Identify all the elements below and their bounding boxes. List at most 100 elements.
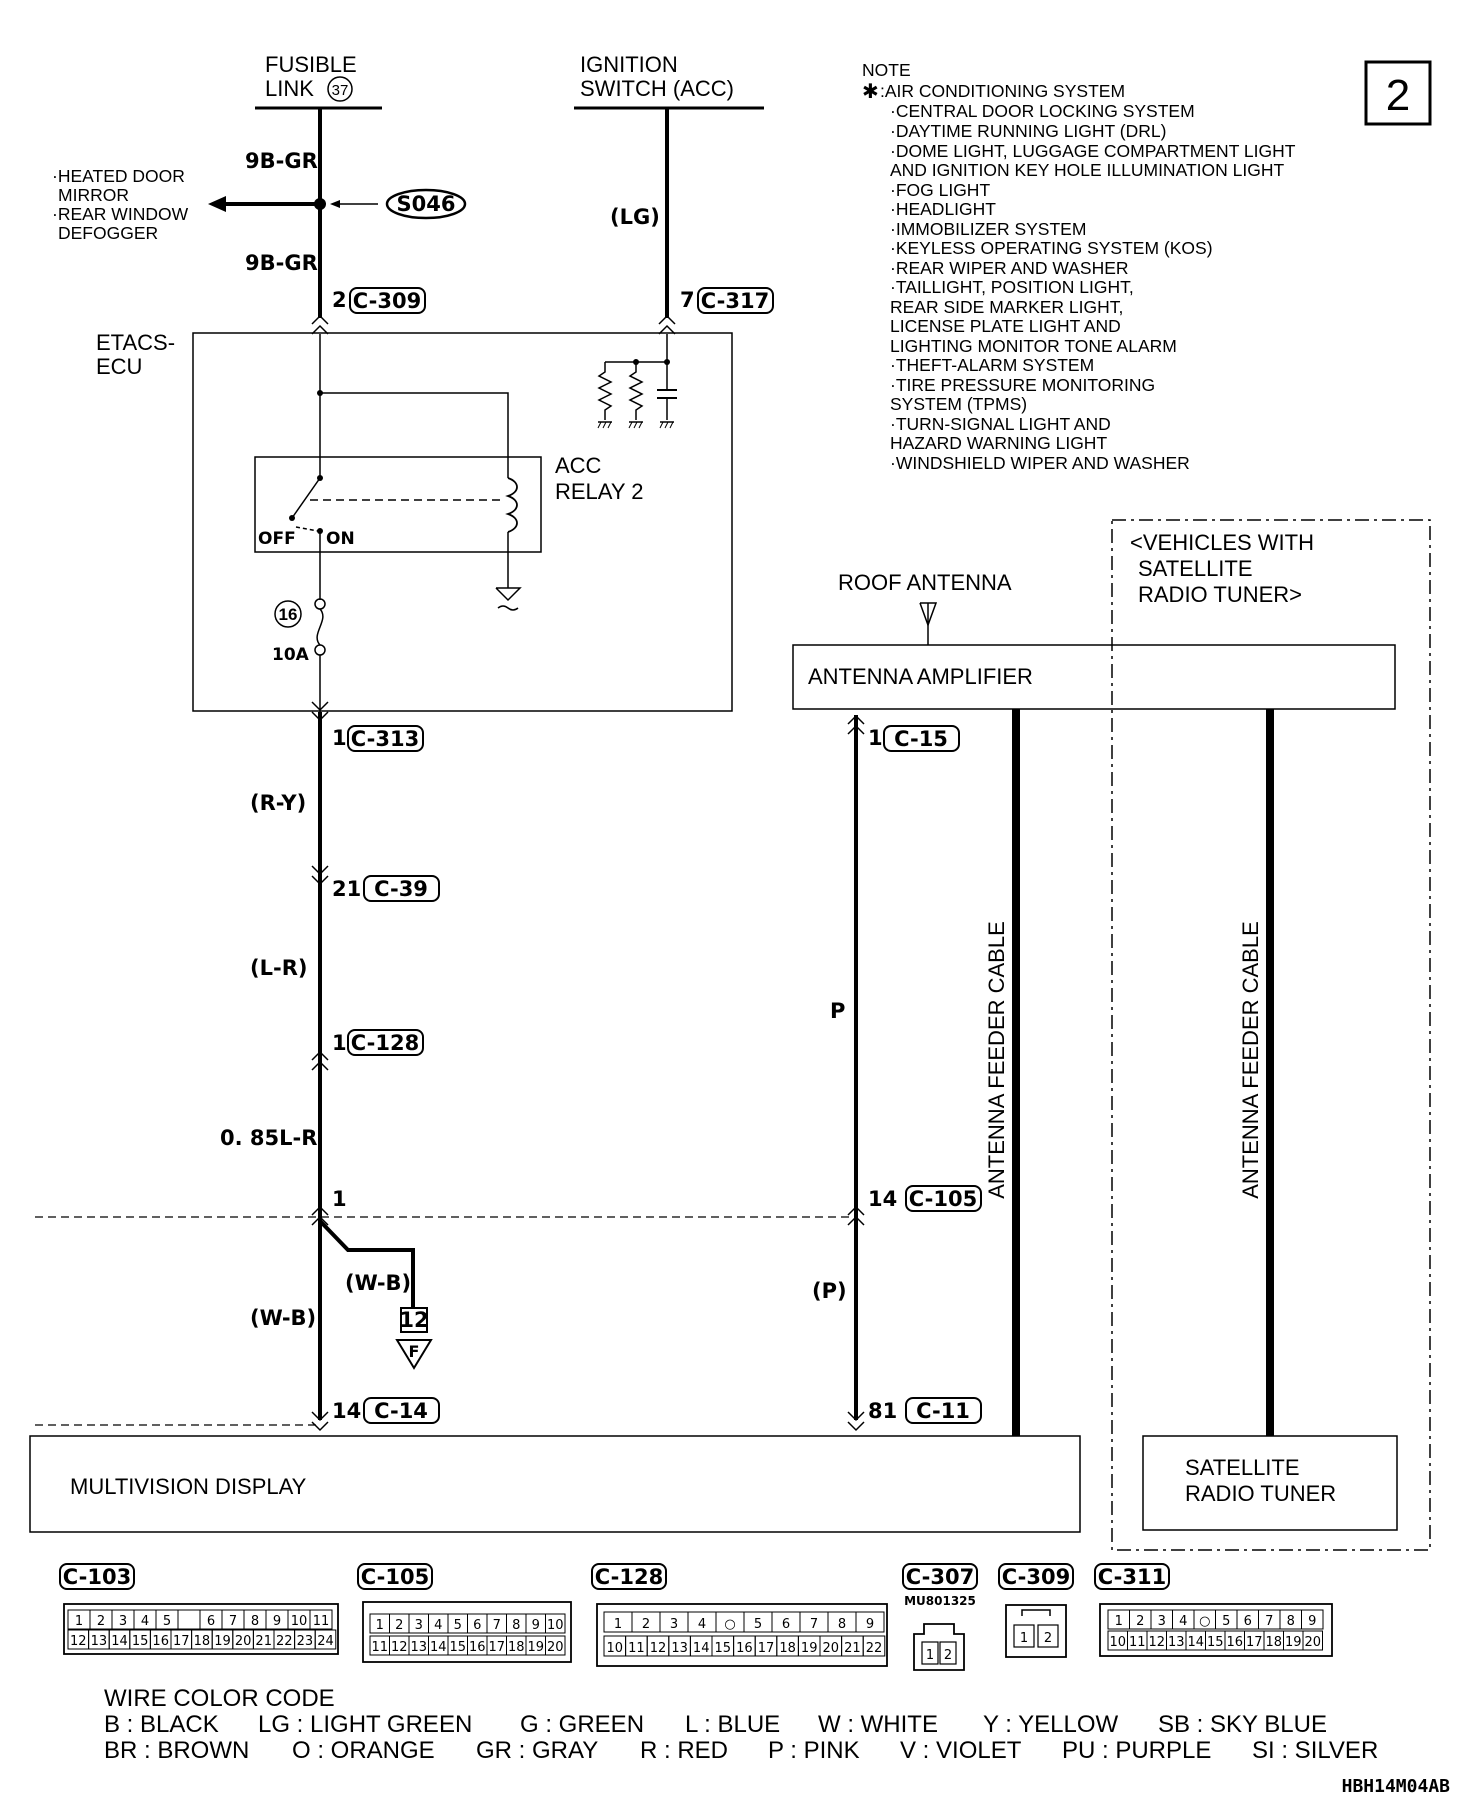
c103-top-cell (177, 1609, 201, 1630)
c128-top-pin-label: 9 (866, 1617, 874, 1632)
terminal-c15-b (847, 724, 865, 735)
c105-top-pin-label: 7 (493, 1618, 501, 1633)
c105-top-pin-label: 9 (532, 1618, 540, 1633)
connector-c15: C-15 (894, 727, 948, 751)
c311-top-pin-label: 7 (1265, 1614, 1273, 1629)
c103-top-pin-label: 7 (229, 1614, 237, 1629)
terminal-c309-b (311, 324, 329, 335)
wcc-si: SI : SILVER (1252, 1737, 1378, 1764)
c105-bottom-pin-label: 19 (527, 1640, 544, 1655)
c103-top-pin-label: 5 (163, 1614, 171, 1629)
c103-top-cell (309, 1609, 333, 1630)
connector-tag-c307-view (902, 1563, 978, 1590)
c128-bottom-pin-label: 12 (650, 1641, 667, 1656)
ground-triangle (395, 1339, 433, 1370)
wire-label-lg: (LG) (610, 205, 660, 229)
connector-view-c311-label: C-311 (1098, 1565, 1166, 1589)
satellite-note-3: RADIO TUNER> (1138, 582, 1302, 607)
c105-bottom-pin-label: 20 (547, 1640, 564, 1655)
wire-label-9b-gr-2: 9B-GR (245, 251, 318, 275)
note-line-13: LICENSE PLATE LIGHT AND (890, 316, 1121, 336)
c103-bottom-pin-label: 20 (235, 1634, 252, 1649)
connector-tag-c105 (905, 1185, 982, 1212)
c128-bottom-pin-label: 10 (607, 1641, 624, 1656)
c103-bottom-pin-label: 12 (70, 1634, 87, 1649)
pin-c128: 1 (332, 1031, 347, 1055)
c105-top-pin-label: 1 (376, 1618, 384, 1633)
note-line-4: ·DOME LIGHT, LUGGAGE COMPARTMENT LIGHT (890, 141, 1296, 161)
connector-view-c128-label: C-128 (595, 1565, 663, 1589)
terminal-c128-b (311, 1060, 329, 1071)
connector-tag-c128 (347, 1029, 424, 1056)
connector-c39: C-39 (374, 877, 428, 901)
relay-coil (505, 477, 518, 533)
c311-top-pin-label: 2 (1136, 1614, 1144, 1629)
c128-bottom-pin-label: 18 (779, 1641, 796, 1656)
branch-arrow (208, 196, 226, 212)
note-line-1: :AIR CONDITIONING SYSTEM (880, 81, 1125, 101)
c311-bottom-pin-label: 20 (1304, 1635, 1321, 1650)
connector-view-c307-pin-1-label: 1 (926, 1648, 934, 1663)
c311-bottom-pin-label: 11 (1129, 1635, 1146, 1650)
c105-top-pin-label: 6 (473, 1618, 481, 1633)
c311-top-pin-label: 1 (1115, 1614, 1123, 1629)
fusible-link-label-2: LINK (265, 76, 314, 101)
branch-item-2: MIRROR (58, 185, 129, 205)
pin-c15: 1 (868, 726, 883, 750)
ground-letter: F (409, 1342, 420, 1361)
wcc-o: O : ORANGE (292, 1737, 435, 1764)
feeder-cable-1-label: ANTENNA FEEDER CABLE (984, 921, 1009, 1199)
c311-bottom-pin-label: 14 (1187, 1635, 1204, 1650)
c105-bottom-pin-label: 15 (449, 1640, 466, 1655)
c105-bottom-cell (545, 1635, 566, 1656)
connector-tag-c128-view (591, 1563, 667, 1590)
note-line-12: REAR SIDE MARKER LIGHT, (890, 297, 1123, 317)
note-line-10: ·REAR WIPER AND WASHER (890, 258, 1129, 278)
satellite-note-2: SATELLITE (1138, 556, 1253, 581)
splice-badge (385, 188, 467, 220)
c105-top-cell (545, 1613, 566, 1634)
c311-bottom-pin-label: 10 (1109, 1635, 1126, 1650)
wire-label-w-b-branch: (W-B) (345, 1271, 411, 1295)
c128-top-pin-label: 7 (810, 1617, 818, 1632)
relay-switch-travel (295, 526, 319, 532)
c105-bottom-pin-label: 14 (430, 1640, 447, 1655)
c105-top-pin-label: 5 (454, 1618, 462, 1633)
connector-c313: C-313 (351, 727, 419, 751)
connector-view-c105 (362, 1601, 572, 1663)
connector-c309: C-309 (353, 289, 421, 313)
terminal-c105-a (847, 1205, 865, 1216)
branch-item-4: DEFOGGER (58, 223, 158, 243)
fuse-rating: 10A (272, 645, 310, 665)
fuse-terminal-top (314, 598, 326, 610)
c103-top-pin-label: 6 (207, 1614, 215, 1629)
pin-c317: 7 (680, 288, 695, 312)
pin-c309: 2 (332, 288, 347, 312)
c128-bottom-pin-label: 20 (823, 1641, 840, 1656)
fuse-number: 16 (279, 605, 298, 624)
c103-bottom-pin-label: 22 (276, 1634, 293, 1649)
c103-top-pin-label: 4 (141, 1614, 149, 1629)
wcc-v: V : VIOLET (900, 1737, 1022, 1764)
c105-bottom-pin-label: 18 (508, 1640, 525, 1655)
c128-top-pin-label: 1 (614, 1617, 622, 1632)
c105-top-pin-label: 4 (434, 1618, 442, 1633)
acc-relay-label-1: ACC (555, 453, 602, 478)
note-block: NOTE ✱ :AIR CONDITIONING SYSTEM ·CENTRAL… (862, 60, 1296, 473)
terminal-c317-a (658, 314, 676, 325)
c103-bottom-pin-label: 23 (297, 1634, 314, 1649)
c105-top-pin-label: 10 (547, 1618, 564, 1633)
c105-bottom-pin-label: 11 (371, 1640, 388, 1655)
satellite-tuner-box (1142, 1435, 1398, 1531)
note-line-7: ·HEADLIGHT (890, 199, 996, 219)
connector-tag-c313 (347, 725, 424, 752)
terminal-c39-b (311, 875, 329, 886)
c311-bottom-pin-label: 19 (1285, 1635, 1302, 1650)
wcc-gr: GR : GRAY (476, 1737, 598, 1764)
wcc-pu: PU : PURPLE (1062, 1737, 1211, 1764)
c103-top-pin-label: 10 (291, 1614, 308, 1629)
connector-tag-c105-view (357, 1563, 433, 1590)
ground-number-box (400, 1307, 428, 1333)
pin-junction: 1 (332, 1187, 347, 1211)
